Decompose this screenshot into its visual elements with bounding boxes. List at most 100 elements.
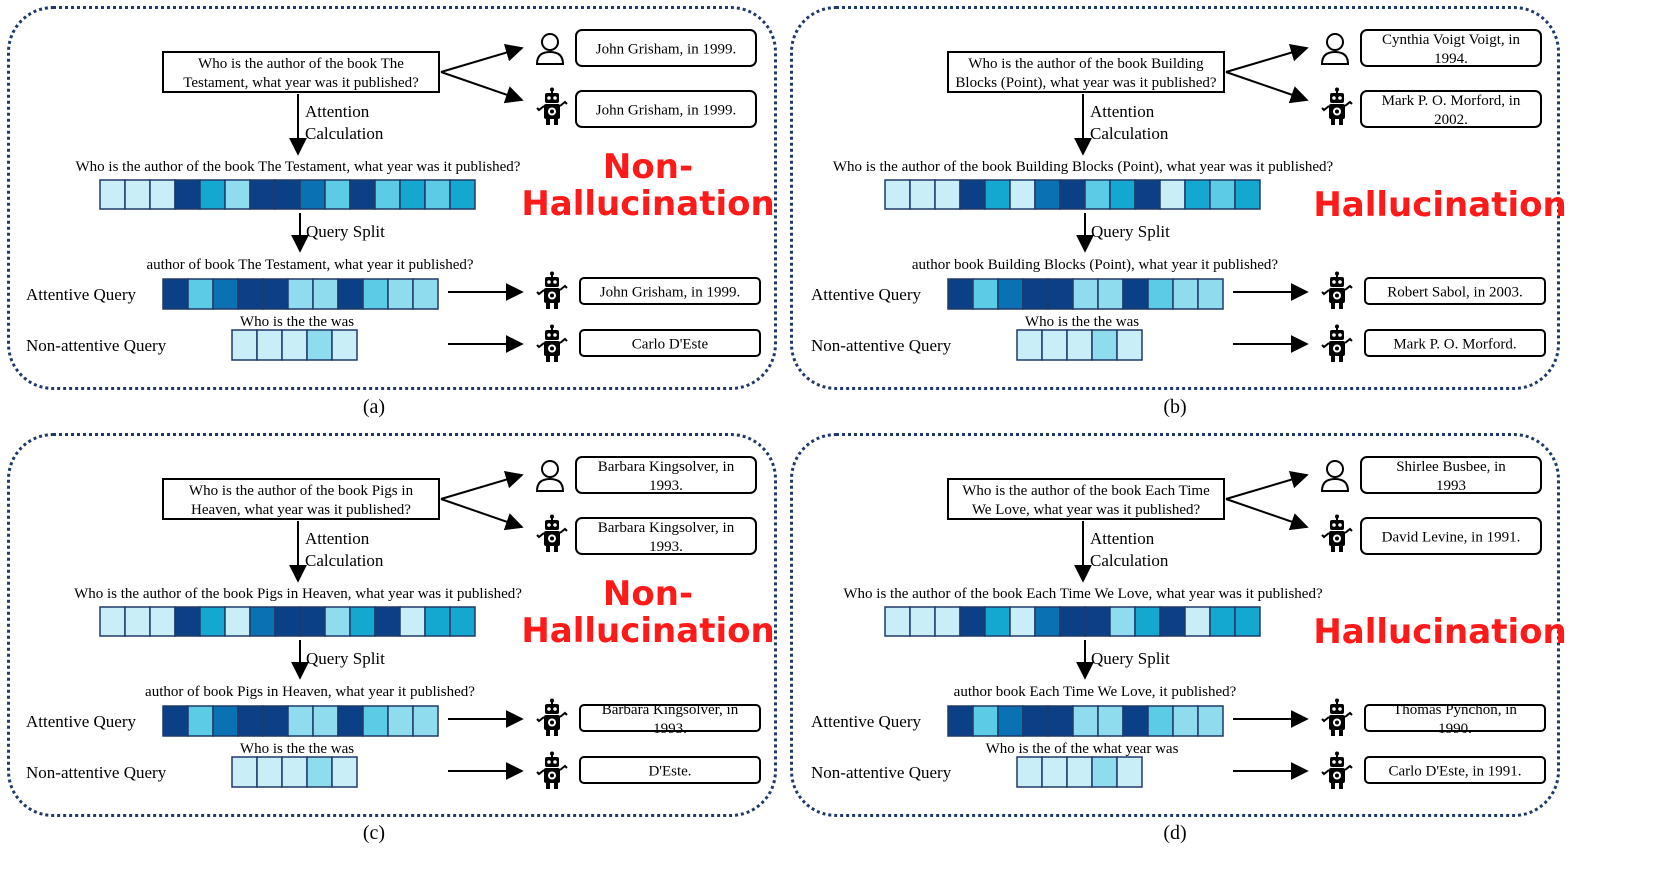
attention-label-line-0: Attention [1090,529,1155,548]
caption-b: (b) [1163,396,1187,418]
robot-leg-right [554,546,558,552]
full-query-text: Who is the author of the book The Testam… [76,159,521,175]
human-answer-text-line-1: 1994. [1434,51,1468,67]
attentive-query-label: Attentive Query [811,712,921,731]
robot-eye-left [1332,280,1336,284]
robot-leg-right [1339,546,1343,552]
robot-eye-right [1338,760,1342,764]
attentive-attention-cell-5 [1072,705,1099,737]
arrow-to-human [1225,43,1309,73]
arrow-to-model [440,498,524,531]
robot-eye-right [1338,96,1342,100]
robot-antenna-tip [1335,698,1339,703]
robot-icon [1321,751,1353,789]
full-attention-cell-5 [224,179,251,210]
non-attentive-query-text: Who is the the was [240,314,354,330]
attentive-answer-text-line-0: Robert Sabol, in 2003. [1387,284,1522,300]
attentive-attention-cell-9 [1172,705,1199,737]
attentive-attention-cell-2 [997,705,1024,737]
full-attention-cell-10 [349,179,376,210]
robot-arm-left [536,769,545,776]
attention-label-line-1: Calculation [305,551,384,570]
caption-a: (a) [362,396,386,418]
caption-c: (c) [362,822,386,844]
robot-antenna-tip [1335,751,1339,756]
robot-eye-right [553,96,557,100]
robot-arm-right [1344,337,1353,344]
full-attention-cell-9 [324,606,351,637]
non-attentive-answer-box [579,329,761,357]
full-attention-cell-3 [959,179,986,210]
person-body [535,477,565,492]
attentive-attention-cell-6 [1097,705,1124,737]
robot-leg-left [1331,546,1335,552]
attentive-attention-cell-5 [287,705,314,737]
robot-chest-core [550,293,554,298]
attentive-attention-cell-1 [187,705,214,737]
question-box [162,51,440,93]
attention-label-line-0: Attention [305,102,370,121]
robot-icon [536,751,568,789]
full-attention-cell-3 [174,179,201,210]
robot-arm-left [1321,105,1330,112]
robot-leg-left [1331,783,1335,789]
robot-leg-right [554,303,558,309]
robot-leg-right [1339,303,1343,309]
robot-eye-left [547,333,551,337]
robot-arm-left [1321,769,1330,776]
robot-icon [1321,698,1353,736]
attentive-attention-cell-8 [362,705,389,737]
question-box [162,478,440,520]
human-answer-box [575,29,757,67]
robot-arm-right [559,764,568,771]
robot-antenna-tip [1335,271,1339,276]
question-text-line-0: Who is the author of the book Each Time [962,483,1210,499]
attentive-attention-cell-10 [412,705,439,737]
robot-head [1330,93,1344,103]
robot-arm-right [559,100,568,107]
robot-leg-left [546,783,550,789]
full-query-text: Who is the author of the book Pigs in He… [74,586,522,602]
full-attention-cell-6 [1034,179,1061,210]
model-answer-text-line-0: Barbara Kingsolver, in [598,520,735,536]
query-split-label: Query Split [1091,649,1170,668]
human-answer-text-line-0: Cynthia Voigt Voigt, in [1382,32,1521,48]
human-answer-text-line-0: John Grisham, in 1999. [596,41,736,57]
attentive-answer-box [579,277,761,305]
robot-leg-right [1339,730,1343,736]
person-icon [1320,460,1350,492]
question-text-line-0: Who is the author of the book Building [968,56,1204,72]
model-answer-box [1360,517,1542,555]
attentive-answer-text-line-0: John Grisham, in 1999. [600,284,740,300]
model-answer-text-line-0: John Grisham, in 1999. [596,102,736,118]
robot-leg-left [546,730,550,736]
arrow-to-human [440,43,524,73]
model-answer-text-line-0: David Levine, in 1991. [1382,529,1521,545]
non-attentive-attention-cell-1 [1041,756,1068,788]
full-attention-cell-10 [1134,179,1161,210]
caption-d: (d) [1163,822,1187,844]
robot-chest-core [1335,536,1339,541]
attentive-attention-cell-4 [1047,705,1074,737]
attentive-attention-cell-0 [162,278,189,310]
robot-antenna-tip [550,271,554,276]
non-attentive-attention-cell-3 [306,329,333,361]
robot-icon [536,324,568,362]
attentive-query-label: Attentive Query [26,285,136,304]
full-attention-cell-8 [299,179,326,210]
non-attentive-attention-cell-0 [1016,329,1043,361]
full-query-text: Who is the author of the book Building B… [833,159,1334,175]
robot-chest-core [1335,720,1339,725]
robot-arm-left [536,716,545,723]
robot-eye-left [547,96,551,100]
human-answer-text-line-0: Shirlee Busbee, in [1396,459,1506,475]
robot-leg-left [1331,303,1335,309]
full-attention-cell-14 [449,179,476,210]
robot-head [1330,520,1344,530]
full-attention-cell-5 [1009,179,1036,210]
non-attentive-attention-cell-3 [1091,329,1118,361]
panel-d [790,433,1560,817]
full-attention-cell-11 [374,606,401,637]
full-attention-cell-1 [909,606,936,637]
